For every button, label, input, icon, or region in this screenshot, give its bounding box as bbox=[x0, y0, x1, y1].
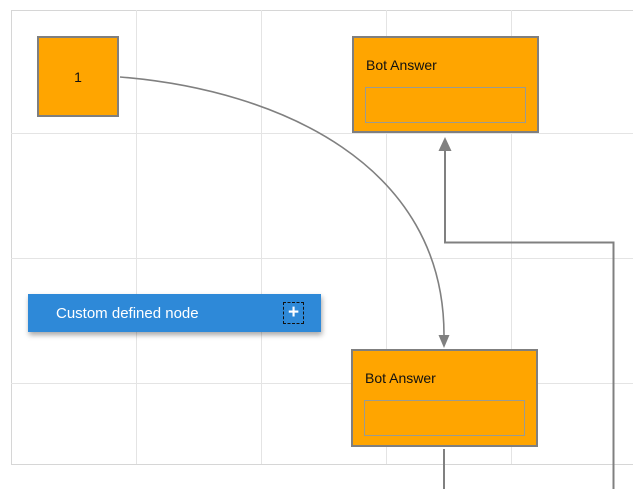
arrowhead-up-icon bbox=[438, 137, 452, 151]
custom-defined-node[interactable]: Custom defined node + bbox=[28, 294, 321, 332]
bot-answer-node-bottom[interactable]: Bot Answer bbox=[351, 349, 538, 447]
node-1[interactable]: 1 bbox=[37, 36, 119, 117]
bot-answer-bottom-title: Bot Answer bbox=[365, 370, 436, 386]
arrowhead-down-icon bbox=[438, 335, 450, 348]
bot-answer-top-input[interactable] bbox=[365, 87, 526, 123]
custom-node-label: Custom defined node bbox=[56, 304, 199, 322]
connector-curve[interactable] bbox=[119, 76, 445, 336]
bot-answer-bottom-input[interactable] bbox=[364, 400, 525, 436]
plus-icon: + bbox=[287, 301, 300, 323]
connector-elbow[interactable] bbox=[444, 150, 615, 489]
canvas-border bbox=[11, 10, 633, 465]
bot-answer-node-top[interactable]: Bot Answer bbox=[352, 36, 539, 133]
node-1-label: 1 bbox=[74, 68, 82, 85]
bot-answer-top-title: Bot Answer bbox=[366, 57, 437, 73]
add-port-button[interactable]: + bbox=[283, 302, 304, 324]
